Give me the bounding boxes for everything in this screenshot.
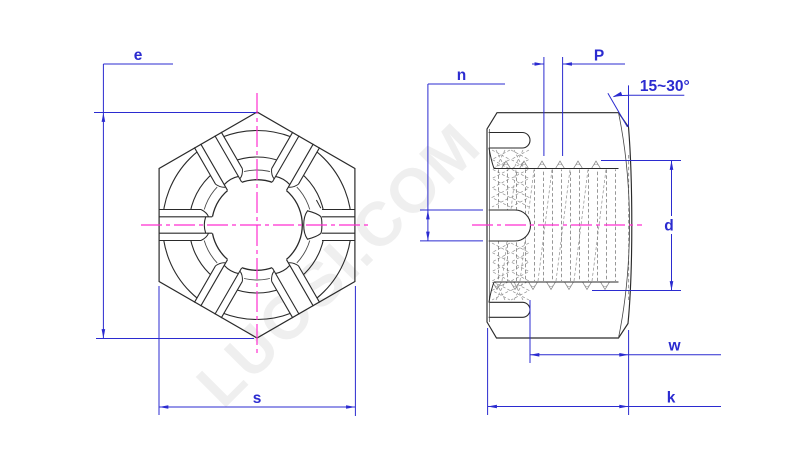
svg-text:15~30°: 15~30° bbox=[640, 78, 690, 95]
svg-text:d: d bbox=[664, 218, 673, 235]
svg-text:k: k bbox=[667, 390, 676, 407]
svg-text:s: s bbox=[253, 390, 262, 407]
svg-text:e: e bbox=[134, 47, 143, 64]
svg-text:P: P bbox=[594, 48, 604, 65]
svg-text:n: n bbox=[457, 67, 466, 84]
svg-text:w: w bbox=[667, 338, 681, 355]
